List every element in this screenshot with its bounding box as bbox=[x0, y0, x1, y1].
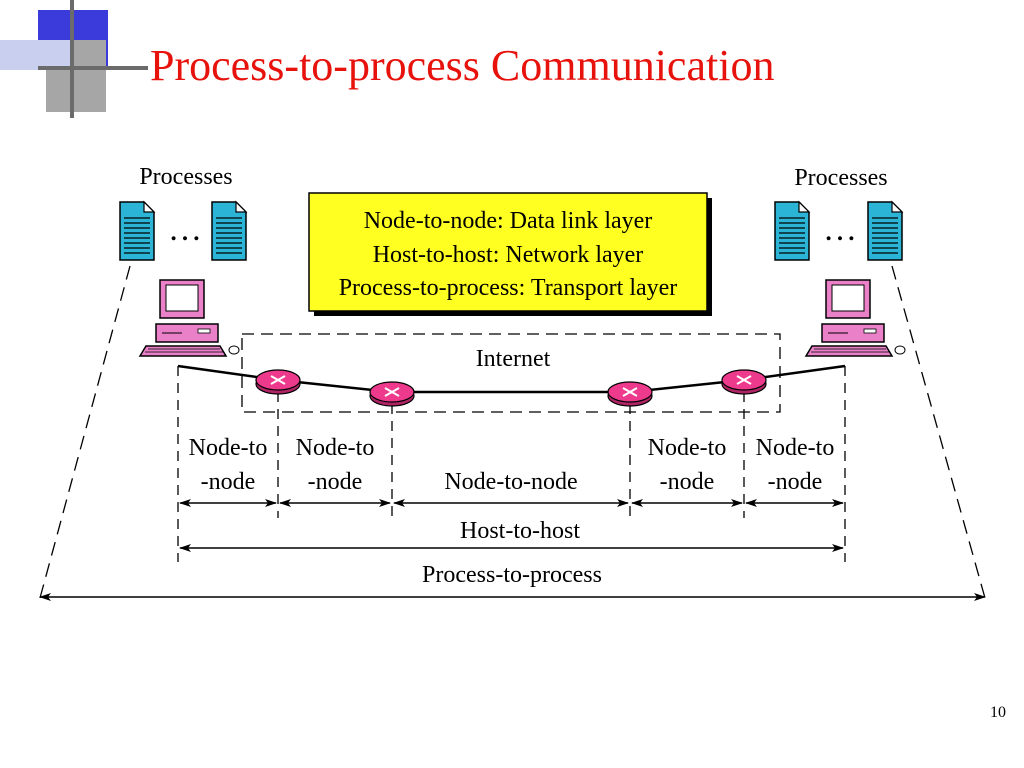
segment-1-label-line2: -node bbox=[201, 469, 256, 495]
segment-2-label-line1: Node-to bbox=[296, 435, 375, 461]
legend-line-transport: Process-to-process: Transport layer bbox=[339, 275, 678, 301]
slide-title: Process-to-process Communication bbox=[150, 41, 775, 90]
router-2-icon bbox=[369, 381, 415, 407]
deco-vertical-line bbox=[70, 0, 74, 118]
segment-5-label-line2: -node bbox=[768, 469, 823, 495]
deco-light-bar bbox=[0, 40, 70, 70]
left-process-doc-2-icon bbox=[211, 201, 247, 261]
host-to-host-label: Host-to-host bbox=[460, 518, 580, 544]
segment-4-label-line1: Node-to bbox=[648, 435, 727, 461]
left-process-doc-1-icon bbox=[119, 201, 155, 261]
right-ellipsis: … bbox=[823, 211, 857, 248]
internet-label: Internet bbox=[476, 346, 551, 372]
segment-4-label-line2: -node bbox=[660, 469, 715, 495]
right-host-computer-icon bbox=[805, 279, 906, 357]
segment-2-label-line2: -node bbox=[308, 469, 363, 495]
segment-3-label-line1: Node-to-node bbox=[444, 469, 577, 495]
legend-line-data-link: Node-to-node: Data link layer bbox=[364, 208, 653, 234]
page-number: 10 bbox=[990, 704, 1006, 721]
legend-line-network: Host-to-host: Network layer bbox=[373, 242, 644, 268]
segment-5-label-line1: Node-to bbox=[756, 435, 835, 461]
deco-horizontal-line bbox=[38, 66, 148, 70]
segment-1-label-line1: Node-to bbox=[189, 435, 268, 461]
router-3-icon bbox=[607, 381, 653, 407]
left-ellipsis: … bbox=[168, 211, 202, 248]
router-4-icon bbox=[721, 369, 767, 395]
right-process-doc-1-icon bbox=[774, 201, 810, 261]
right-process-boundary-line bbox=[891, 265, 986, 599]
left-processes-label: Processes bbox=[139, 164, 232, 190]
legend-box bbox=[308, 192, 708, 312]
right-processes-label: Processes bbox=[794, 165, 887, 191]
left-host-computer-icon bbox=[139, 279, 240, 357]
left-process-boundary-line bbox=[39, 265, 131, 599]
process-to-process-label: Process-to-process bbox=[422, 562, 602, 588]
internet-boundary bbox=[241, 333, 781, 413]
right-process-doc-2-icon bbox=[867, 201, 903, 261]
segment-boundaries bbox=[177, 366, 846, 562]
router-1-icon bbox=[255, 369, 301, 395]
